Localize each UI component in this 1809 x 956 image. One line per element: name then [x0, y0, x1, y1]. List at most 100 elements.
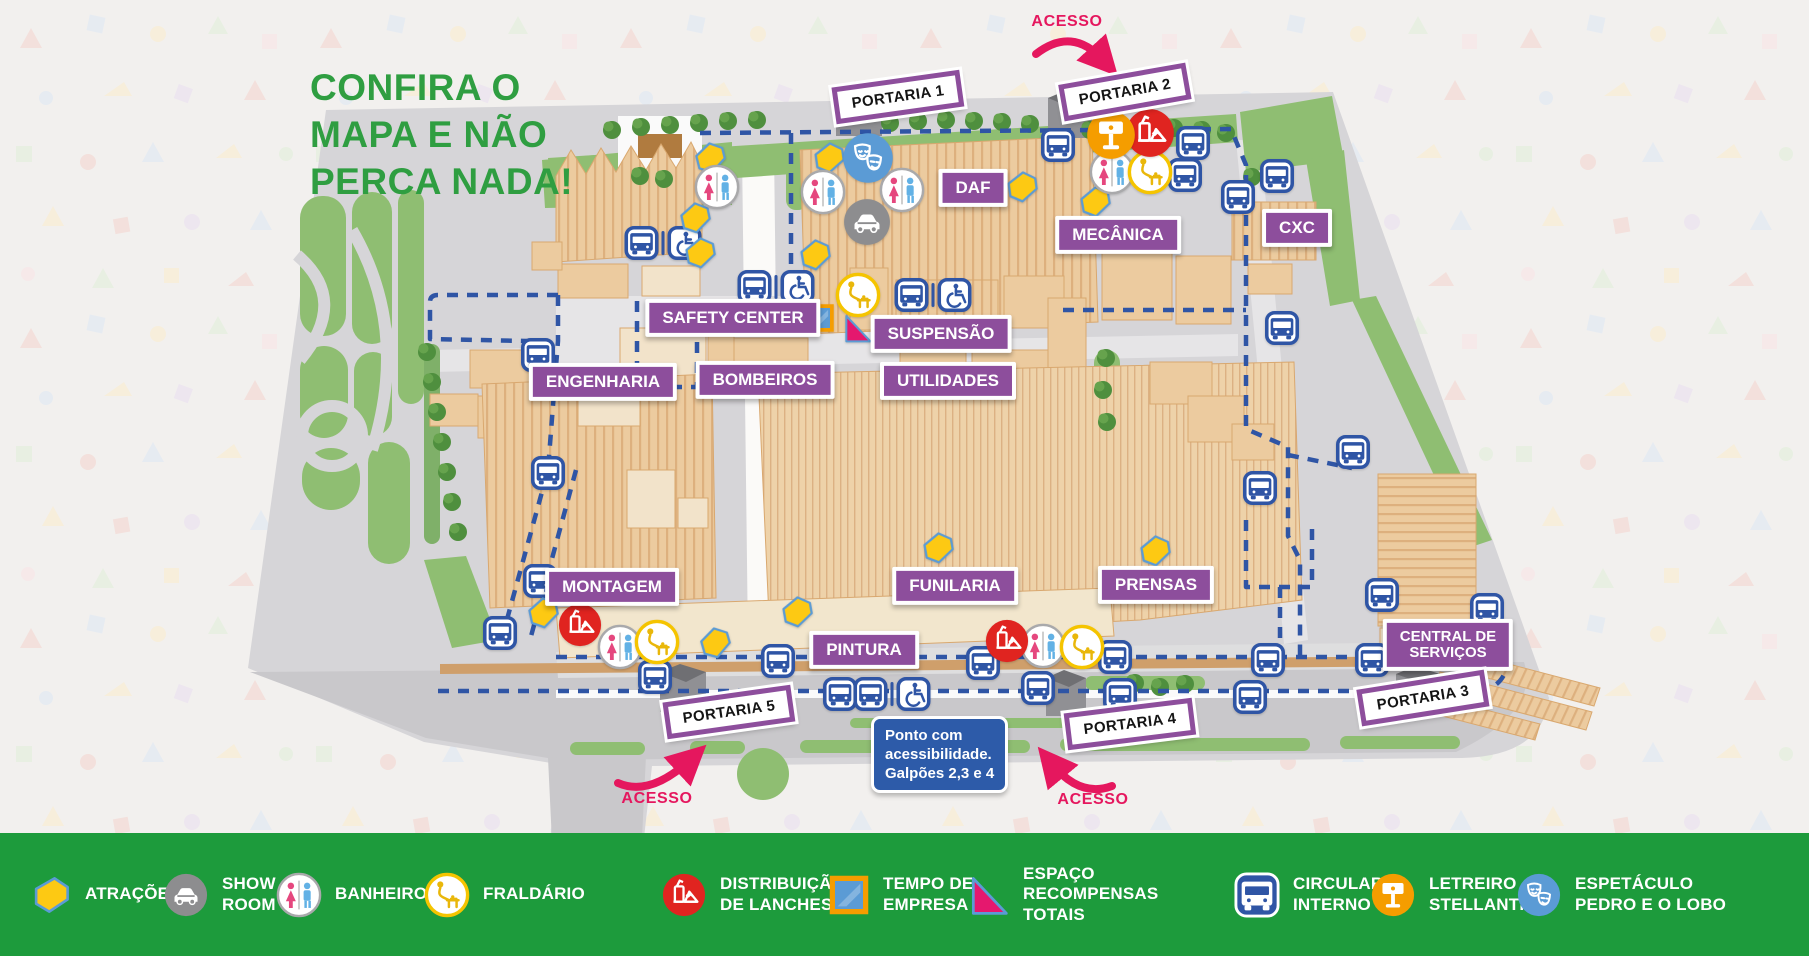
- bus-stop-icon: [531, 456, 565, 490]
- legend-label-line: ESPETÁCULO: [1575, 874, 1694, 894]
- snacks-icon: [984, 618, 1030, 664]
- page-title: CONFIRA O MAPA E NÃO PERCA NADA!: [310, 64, 573, 205]
- area-label-text: BOMBEIROS: [712, 369, 818, 389]
- snacks-icon: [557, 602, 603, 648]
- legend-label-line: ESPAÇO: [1023, 864, 1095, 884]
- area-label-text: PRENSAS: [1114, 574, 1198, 594]
- restrooms-icon: [879, 167, 925, 213]
- area-label-funilaria: FUNILARIA: [892, 566, 1018, 606]
- area-label-text: FUNILARIA: [909, 575, 1001, 595]
- acesso-label: ACESSO: [1031, 13, 1103, 30]
- accessibility-sign-line: Galpões 2,3 e 4: [885, 765, 995, 782]
- snacks-icon: [1124, 107, 1176, 159]
- area-label-daf: DAF: [938, 168, 1008, 208]
- bus-stop-icon: [638, 660, 672, 694]
- area-label-mecanica: MECÂNICA: [1055, 215, 1181, 255]
- bus-stop-icon: [1243, 471, 1277, 505]
- bus-stop-icon: [1260, 159, 1294, 193]
- attraction-tag-icon: [1134, 530, 1176, 572]
- legend-label-line: PEDRO E O LOBO: [1575, 894, 1727, 914]
- bus-stop-icon: [1365, 578, 1399, 612]
- baby-care-icon: [424, 872, 470, 918]
- legend-item-label: FRALDÁRIO: [483, 884, 585, 904]
- area-label-text: MONTAGEM: [562, 576, 662, 596]
- bus-stop-icon: [761, 644, 795, 678]
- attraction-tag-icon: [917, 527, 959, 569]
- legend-item-fraldario: FRALDÁRIO: [424, 833, 585, 956]
- restrooms-icon: [597, 624, 643, 670]
- snacks-icon: [661, 872, 707, 918]
- park-roads: [293, 226, 393, 472]
- bus-stop-icon: [483, 616, 517, 650]
- legend-label-line: TOTAIS: [1023, 904, 1085, 924]
- area-label-montagem: MONTAGEM: [545, 567, 679, 607]
- area-label-engenharia: ENGENHARIA: [528, 362, 678, 402]
- attraction-tag-icon: [674, 197, 717, 240]
- bus-stop-icon: [1041, 128, 1075, 162]
- area-label-pintura: PINTURA: [809, 630, 919, 670]
- legend-label-line: BANHEIROS: [335, 884, 439, 904]
- acesso-label: ACESSO: [1057, 791, 1129, 808]
- legend-label-line: LETREIRO: [1429, 874, 1517, 894]
- area-label-text: SERVIÇOS: [1409, 644, 1487, 661]
- legend-item-label: BANHEIROS: [335, 884, 439, 904]
- bus_legend-icon: [1234, 871, 1280, 918]
- area-label-prensas: PRENSAS: [1097, 565, 1215, 605]
- bus-stop-icon: [823, 677, 857, 711]
- legend-label-line: RECOMPENSAS: [1023, 884, 1159, 904]
- baby-care-icon: [1059, 624, 1105, 670]
- bus-stop-icon: [1251, 643, 1285, 677]
- legend-label-line: DE LANCHES: [720, 894, 833, 914]
- attraction-tag-icon: [30, 874, 72, 916]
- showroom-icon: [163, 872, 209, 918]
- bus-stop-icon: [1233, 680, 1267, 714]
- baby-care-icon: [835, 272, 881, 318]
- restrooms-icon: [694, 164, 740, 210]
- area-label-text: ENGENHARIA: [545, 371, 661, 391]
- rewards-triangle-icon: [966, 873, 1010, 917]
- area-label-text: DAF: [955, 177, 991, 197]
- accessibility-sign-line: acessibilidade.: [885, 746, 992, 763]
- attraction-tag-icon: [776, 591, 818, 633]
- stellantis-sign-icon: [1370, 872, 1416, 918]
- area-label-suspensao: SUSPENSÃO: [870, 314, 1012, 354]
- theater-masks-icon: [841, 131, 895, 185]
- baby-care-icon: [634, 619, 680, 665]
- area-label-text: SUSPENSÃO: [887, 323, 995, 343]
- bus-stop-icon: [1221, 180, 1255, 214]
- legend-label-line: DISTRIBUIÇÃO: [720, 874, 846, 894]
- legend-item-atracoes: ATRAÇÕES: [30, 833, 181, 956]
- page-title-line: CONFIRA O: [310, 67, 521, 108]
- area-label-bombeiros: BOMBEIROS: [695, 360, 835, 400]
- area-label-text: UTILIDADES: [897, 370, 999, 390]
- legend-label-line: INTERNO: [1293, 894, 1371, 914]
- restrooms-icon: [276, 872, 322, 918]
- bus-stop-icon: [1168, 158, 1202, 192]
- bus-stop-icon: [966, 646, 1000, 680]
- bus-accessible-stop-icon: [894, 278, 972, 312]
- showroom-icon: [842, 197, 892, 247]
- area-label-safety-center: SAFETY CENTER: [645, 298, 821, 338]
- area-label-utilidades: UTILIDADES: [880, 361, 1016, 401]
- accessibility-sign: Ponto com acessibilidade. Galpões 2,3 e …: [871, 716, 1009, 793]
- legend-item-label: ATRAÇÕES: [85, 884, 181, 904]
- legend-label-line: EMPRESA: [883, 894, 969, 914]
- attraction-tag-icon: [1002, 167, 1043, 208]
- page-title-line: MAPA E NÃO: [310, 114, 548, 155]
- area-label-text: PINTURA: [826, 639, 902, 659]
